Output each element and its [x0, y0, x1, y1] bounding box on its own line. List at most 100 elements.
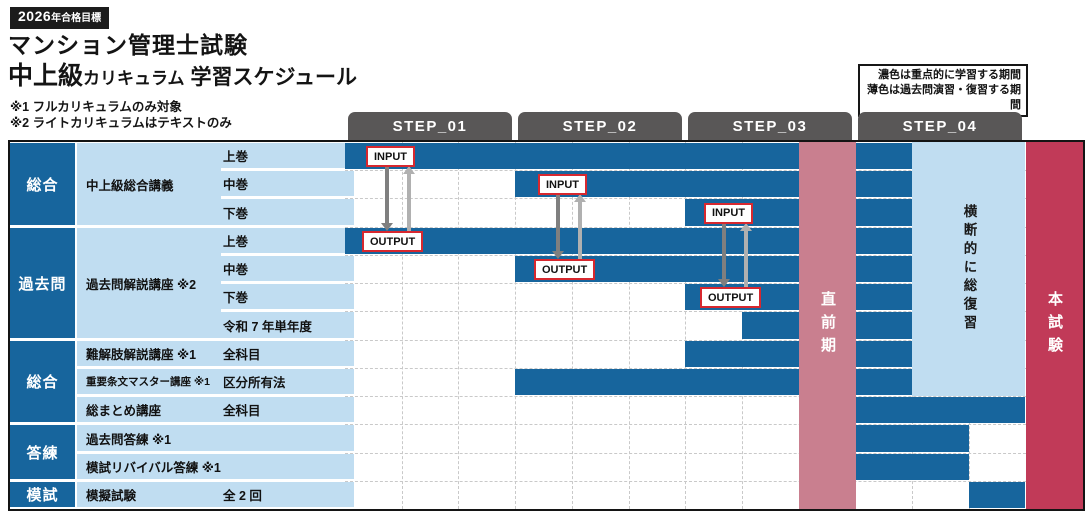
main-exam-label: 本試験: [1046, 291, 1063, 360]
output-callout: OUTPUT: [534, 259, 596, 280]
footnote-2: ※2 ライトカリキュラムはテキストのみ: [10, 116, 232, 130]
grid-hline: [345, 453, 1026, 454]
course-cell: 過去問解説講座 ※2: [77, 228, 221, 338]
page-title: マンション管理士試験: [8, 32, 248, 58]
arrow-up-line: [578, 201, 582, 259]
arrow-down-line: [722, 222, 726, 280]
arrow-up-icon: [403, 166, 415, 174]
gantt-bar: [345, 143, 799, 169]
input-callout: INPUT: [366, 146, 415, 167]
volume-cell: 区分所有法: [214, 369, 354, 394]
legend-dark-color: 濃色は重点的に学習する期間: [878, 69, 1021, 81]
volume-cell: 中巻: [214, 256, 354, 281]
grid-hline: [345, 368, 1026, 369]
grid-vline: [458, 142, 460, 509]
grid-vline: [685, 142, 687, 509]
legend-light-color: 薄色は過去問演習・復習する期間: [867, 84, 1021, 111]
category-cell: 答練: [10, 425, 75, 479]
overall-review-label: 横断的に総復習: [961, 204, 977, 334]
volume-cell: 中巻: [214, 171, 354, 196]
grid-hline: [345, 481, 1026, 482]
course-cell: 模試リバイバル答練 ※1: [77, 454, 354, 479]
grid-hline: [345, 311, 1026, 312]
course-cell: 模擬試験: [77, 482, 221, 507]
gantt-bar: [855, 256, 912, 282]
output-callout: OUTPUT: [362, 231, 424, 252]
gantt-bar: [855, 454, 969, 480]
grid-hline: [345, 283, 1026, 284]
step-tab-1: STEP_01: [348, 112, 512, 140]
pre-exam-column: 直前期: [799, 142, 856, 509]
subtitle-curriculum: カリキュラム: [83, 69, 185, 88]
subtitle-level: 中上級: [8, 62, 84, 90]
step-tab-4: STEP_04: [858, 112, 1022, 140]
gantt-bar: [855, 143, 912, 169]
course-cell: 総まとめ講座: [77, 397, 221, 422]
arrow-down-line: [385, 166, 389, 224]
gantt-bar: [855, 425, 969, 452]
footnotes: ※1 フルカリキュラムのみ対象 ※2 ライトカリキュラムはテキストのみ: [10, 99, 232, 131]
gantt-bar: [741, 312, 799, 339]
pre-exam-label: 直前期: [819, 291, 836, 360]
footnote-1: ※1 フルカリキュラムのみ対象: [10, 100, 182, 114]
arrow-up-icon: [740, 222, 752, 231]
volume-cell: 全科目: [214, 397, 354, 422]
course-cell: 過去問答練 ※1: [77, 425, 354, 451]
gantt-bar: [855, 228, 912, 254]
category-cell: 過去問: [10, 228, 75, 338]
category-cell: 総合: [10, 341, 75, 422]
volume-cell: 上巻: [214, 143, 354, 168]
legend-box: 濃色は重点的に学習する期間 薄色は過去問演習・復習する期間: [858, 64, 1028, 117]
gantt-bar: [855, 284, 912, 310]
volume-cell: 下巻: [214, 199, 354, 225]
arrow-up-line: [744, 229, 748, 287]
step-tab-3: STEP_03: [688, 112, 852, 140]
grid-hline: [345, 170, 1026, 171]
grid-hline: [345, 227, 1026, 228]
gantt-bar: [855, 199, 912, 226]
course-cell: 重要条文マスター講座 ※1: [77, 369, 221, 394]
category-cell: 総合: [10, 143, 75, 225]
main-exam-column: 本試験: [1026, 142, 1083, 509]
course-cell: 難解肢解説講座 ※1: [77, 341, 221, 366]
volume-cell: 下巻: [214, 284, 354, 309]
input-callout: INPUT: [704, 202, 753, 224]
volume-cell: 令和 7 年単年度: [214, 312, 354, 338]
badge-year: 2026: [18, 8, 52, 24]
gantt-bar: [855, 397, 1026, 423]
arrow-down-icon: [381, 223, 393, 231]
arrow-down-icon: [552, 251, 564, 259]
overall-review-block: 横断的に総復習: [912, 142, 1025, 396]
gantt-bar: [685, 341, 799, 367]
arrow-up-line: [407, 173, 411, 231]
gantt-bar: [855, 312, 912, 339]
category-cell: 模試: [10, 482, 75, 507]
grid-vline: [628, 142, 630, 509]
step-tab-2: STEP_02: [518, 112, 682, 140]
arrow-down-line: [556, 194, 560, 252]
volume-cell: 全 2 回: [214, 482, 354, 507]
subtitle-schedule: 学習スケジュール: [190, 66, 358, 89]
arrow-up-icon: [574, 194, 586, 202]
volume-cell: 全科目: [214, 341, 354, 366]
gantt-bar: [515, 369, 799, 395]
arrow-down-icon: [718, 279, 730, 287]
page-subtitle: 中上級カリキュラム学習スケジュール: [8, 56, 357, 92]
gantt-bar: [855, 171, 912, 197]
input-callout: INPUT: [538, 174, 587, 195]
grid-hline: [345, 396, 1026, 397]
grid-vline: [515, 142, 517, 509]
grid-vline: [401, 142, 403, 509]
gantt-bar: [855, 341, 912, 367]
volume-cell: 上巻: [214, 228, 354, 253]
badge-suffix: 年合格目標: [51, 13, 102, 24]
grid-vline: [571, 142, 573, 509]
course-cell: 中上級総合講義: [77, 143, 221, 225]
gantt-bar: [968, 482, 1026, 508]
grid-hline: [345, 424, 1026, 425]
grid-hline: [345, 255, 1026, 256]
grid-hline: [345, 340, 1026, 341]
output-callout: OUTPUT: [700, 287, 762, 308]
